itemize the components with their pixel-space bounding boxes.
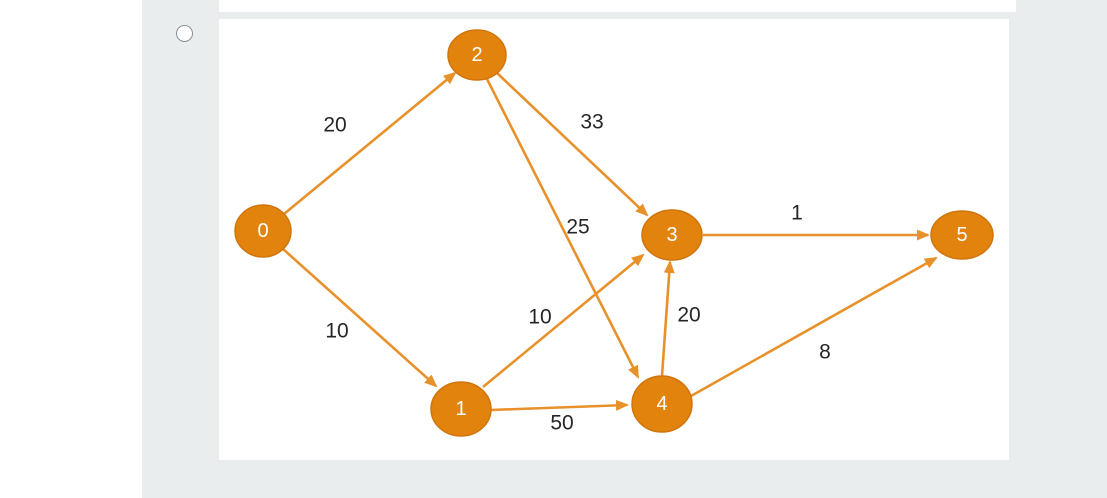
graph-node-1: 1: [430, 381, 492, 437]
graph-edge-4-5: [690, 256, 938, 398]
graph-edge-2-4: [485, 78, 640, 379]
graph-edges-layer: [282, 71, 938, 412]
node-ellipse-2: [447, 29, 507, 81]
graph-edge-1-3: [482, 253, 645, 389]
graph-node-2: 2: [447, 29, 507, 81]
node-label-5: 5: [956, 224, 967, 246]
node-label-4: 4: [656, 393, 667, 415]
graph-edge-0-2: [283, 71, 457, 216]
node-ellipse-0: [234, 204, 292, 258]
graph-edge-labels-layer: 20 10 33 25 10 50 20 1 8: [323, 111, 831, 435]
edge-weight-label-2-4: 25: [566, 216, 589, 239]
graph-node-4: 4: [631, 375, 693, 433]
graph-edge-4-3: [660, 260, 675, 377]
graph-edge-1-4: [490, 399, 629, 412]
node-label-0: 0: [257, 220, 268, 242]
node-ellipse-4: [631, 375, 693, 433]
answer-radio-button[interactable]: [176, 25, 193, 42]
node-label-3: 3: [666, 224, 677, 246]
graph-svg: 0 1 2 3 4 5 20 10 33 25 10 50 20 1 8: [234, 29, 994, 437]
answer-image-card: 0 1 2 3 4 5 20 10 33 25 10 50 20 1 8: [219, 19, 1009, 460]
edge-weight-label-0-1: 10: [325, 320, 348, 343]
edge-weight-label-1-4: 50: [550, 412, 573, 435]
edge-weight-label-4-5: 8: [819, 341, 831, 364]
edge-weight-label-0-2: 20: [323, 114, 346, 137]
graph-edge-2-3: [496, 72, 649, 217]
previous-option-strip: [219, 0, 1016, 12]
graph-nodes-layer: 0 1 2 3 4 5: [234, 29, 994, 437]
graph-node-3: 3: [641, 209, 703, 261]
graph-node-0: 0: [234, 204, 292, 258]
node-ellipse-5: [930, 210, 994, 260]
edge-weight-label-4-3: 20: [677, 304, 700, 327]
edge-weight-label-1-3: 10: [528, 306, 551, 329]
node-ellipse-3: [641, 209, 703, 261]
edge-weight-label-3-5: 1: [791, 202, 803, 225]
node-label-1: 1: [455, 398, 466, 420]
graph-edge-0-1: [282, 248, 438, 388]
node-label-2: 2: [471, 44, 482, 66]
graph-node-5: 5: [930, 210, 994, 260]
edge-weight-label-2-3: 33: [580, 111, 603, 134]
page-left-background: [0, 0, 142, 498]
node-ellipse-1: [430, 381, 492, 437]
